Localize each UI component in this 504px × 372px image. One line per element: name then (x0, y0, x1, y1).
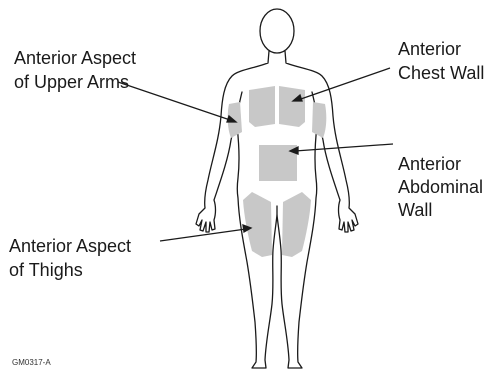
thighs-label-line1: Anterior Aspect (9, 235, 131, 257)
upper-arms-label-line2: of Upper Arms (14, 71, 129, 93)
abdomen-label-line2: Abdominal (398, 176, 483, 198)
chest-label-line2: Chest Wall (398, 62, 484, 84)
thigh-site-left (243, 192, 272, 257)
chest-leader-line (298, 68, 390, 100)
abdomen-leader-line (295, 144, 393, 151)
abdomen-label-line1: Anterior (398, 153, 461, 175)
upper-arms-leader-line (118, 82, 233, 121)
abdomen-label-line3: Wall (398, 199, 432, 221)
thighs-label-line2: of Thighs (9, 259, 83, 281)
upper-arm-site-right (312, 102, 326, 138)
chest-label-line1: Anterior (398, 38, 461, 60)
head-outline (260, 9, 294, 53)
chest-site-left (249, 86, 275, 127)
chest-site-right (279, 86, 305, 127)
figure-code: GM0317-A (12, 358, 51, 367)
thigh-site-right (282, 192, 311, 257)
upper-arms-label-line1: Anterior Aspect (14, 47, 136, 69)
